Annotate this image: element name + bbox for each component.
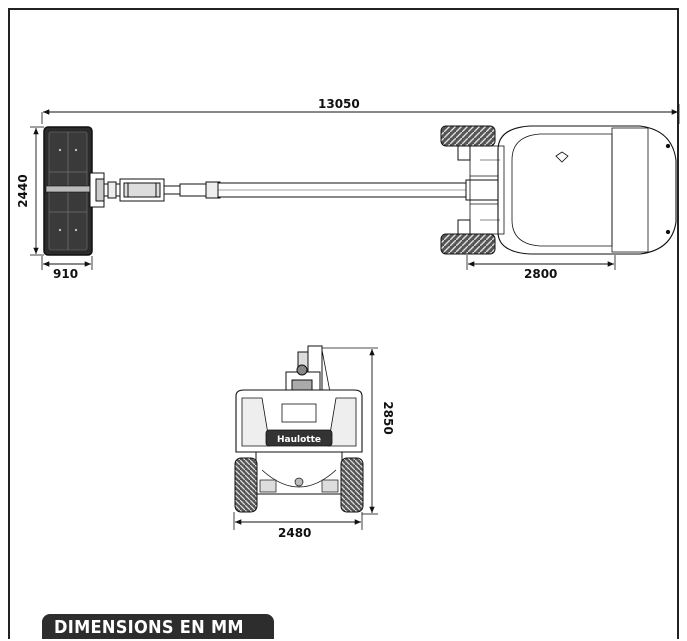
height-value: 2850	[381, 401, 395, 434]
platform-depth-value: 910	[53, 267, 78, 281]
front-view: Haulotte	[233, 345, 378, 530]
wheels-top-view	[440, 125, 496, 255]
width-value: 2480	[278, 526, 311, 540]
length-value: 13050	[318, 97, 360, 111]
wheelbase-value: 2800	[524, 267, 557, 281]
top-view	[30, 104, 680, 270]
dimensions-caption: DIMENSIONS EN MM	[42, 614, 274, 639]
wheels-front-view	[234, 457, 364, 513]
turret-chassis	[469, 125, 677, 255]
platform-basket	[43, 126, 93, 256]
jib-rotator	[89, 172, 182, 208]
platform-width-value: 2440	[16, 174, 30, 207]
brand-logo-text: Haulotte	[277, 435, 321, 445]
counterweight-body	[235, 389, 363, 453]
chassis-front	[255, 451, 343, 495]
